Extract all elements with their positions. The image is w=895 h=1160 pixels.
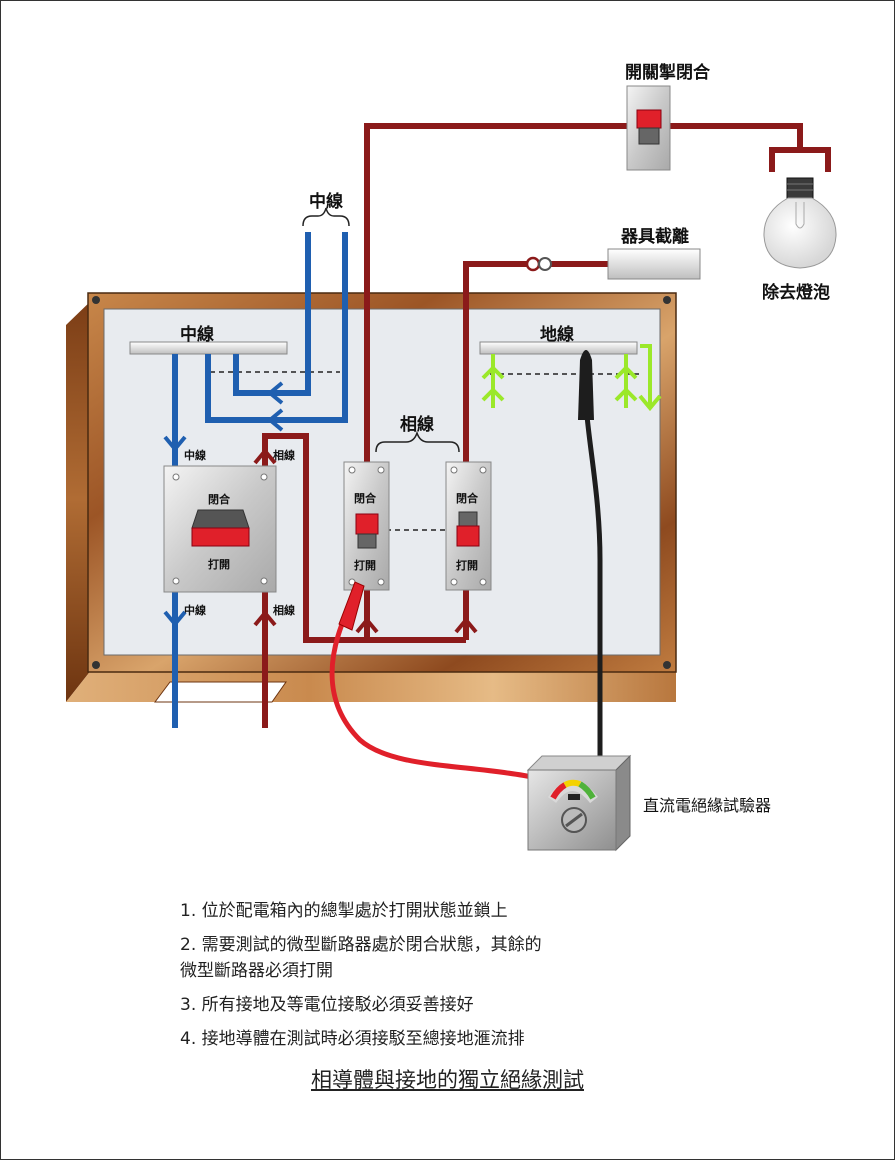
mcb-2 bbox=[445, 461, 492, 591]
label-mcb2-closed: 閉合 bbox=[456, 492, 478, 505]
tester-display bbox=[568, 794, 580, 800]
diagram-caption: 相導體與接地的獨立絕緣測試 bbox=[311, 1068, 584, 1092]
label-main-neutral-out: 中線 bbox=[184, 604, 206, 617]
instruction-item: 4. 接地導體在測試時必須接駁至總接地滙流排 bbox=[180, 1029, 525, 1049]
label-main-open: 打開 bbox=[208, 558, 230, 571]
label-earth-bar: 地線 bbox=[540, 325, 574, 345]
label-mcb2-open: 打開 bbox=[456, 559, 478, 572]
label-main-closed: 閉合 bbox=[208, 493, 230, 506]
phase-wire-lighting bbox=[364, 123, 803, 462]
earth-bus-bar bbox=[479, 341, 638, 355]
mcb-2-toggle bbox=[456, 525, 480, 547]
neutral-bracket bbox=[302, 207, 350, 227]
black-test-lead bbox=[582, 371, 603, 790]
label-neutral-bar: 中線 bbox=[180, 325, 214, 345]
neutral-arrows bbox=[163, 381, 284, 628]
neutral-wire-loop-outer bbox=[205, 232, 348, 423]
instruction-item: 3. 所有接地及等電位接駁必須妥善接好 bbox=[180, 995, 474, 1015]
screw bbox=[92, 296, 100, 304]
light-switch-toggle bbox=[636, 109, 662, 129]
label-phase-bracket: 相線 bbox=[400, 415, 434, 435]
main-switch bbox=[163, 465, 277, 593]
appliance-plug bbox=[525, 256, 552, 272]
phase-wire-busbar bbox=[262, 433, 466, 643]
phase-bracket bbox=[375, 430, 460, 453]
screw bbox=[92, 661, 100, 669]
black-probe-clip bbox=[578, 350, 594, 420]
mcb-1-toggle bbox=[355, 513, 379, 535]
instruction-item: 2. 需要測試的微型斷路器處於閉合狀態，其餘的 微型斷路器必須打開 bbox=[180, 935, 542, 981]
label-main-neutral-in: 中線 bbox=[184, 449, 206, 462]
phase-wire-appliance bbox=[463, 261, 533, 462]
earth-connectors bbox=[481, 344, 662, 412]
insulation-tester bbox=[526, 754, 632, 852]
lamp-holder bbox=[769, 147, 831, 172]
label-switch-closed: 開關掣閉合 bbox=[625, 63, 710, 83]
main-switch-toggle bbox=[191, 527, 250, 547]
label-main-phase-in: 相線 bbox=[273, 449, 295, 462]
screw bbox=[663, 661, 671, 669]
mcb-1 bbox=[343, 461, 390, 591]
label-neutral-top: 中線 bbox=[309, 192, 343, 212]
label-main-phase-out: 相線 bbox=[273, 604, 295, 617]
label-tester: 直流電絕緣試驗器 bbox=[643, 796, 772, 815]
red-probe bbox=[338, 581, 365, 631]
red-test-lead bbox=[329, 610, 581, 793]
instruction-item: 1. 位於配電箱內的總掣處於打開狀態並鎖上 bbox=[180, 901, 508, 921]
label-mcb1-open: 打開 bbox=[354, 559, 376, 572]
light-bulb-icon bbox=[763, 177, 837, 269]
label-bulb-removed: 除去燈泡 bbox=[762, 283, 830, 303]
instruction-list: 1. 位於配電箱內的總掣處於打開狀態並鎖上 2. 需要測試的微型斷路器處於閉合狀… bbox=[180, 898, 542, 1060]
screw bbox=[663, 296, 671, 304]
phase-arrows bbox=[253, 447, 478, 634]
neutral-wires bbox=[172, 232, 348, 728]
label-mcb1-closed: 閉合 bbox=[354, 492, 376, 505]
cable-entry-slot bbox=[154, 681, 287, 703]
label-appliance-disconnected: 器具截離 bbox=[621, 227, 689, 247]
light-switch bbox=[626, 85, 671, 171]
appliance-box bbox=[607, 248, 701, 280]
